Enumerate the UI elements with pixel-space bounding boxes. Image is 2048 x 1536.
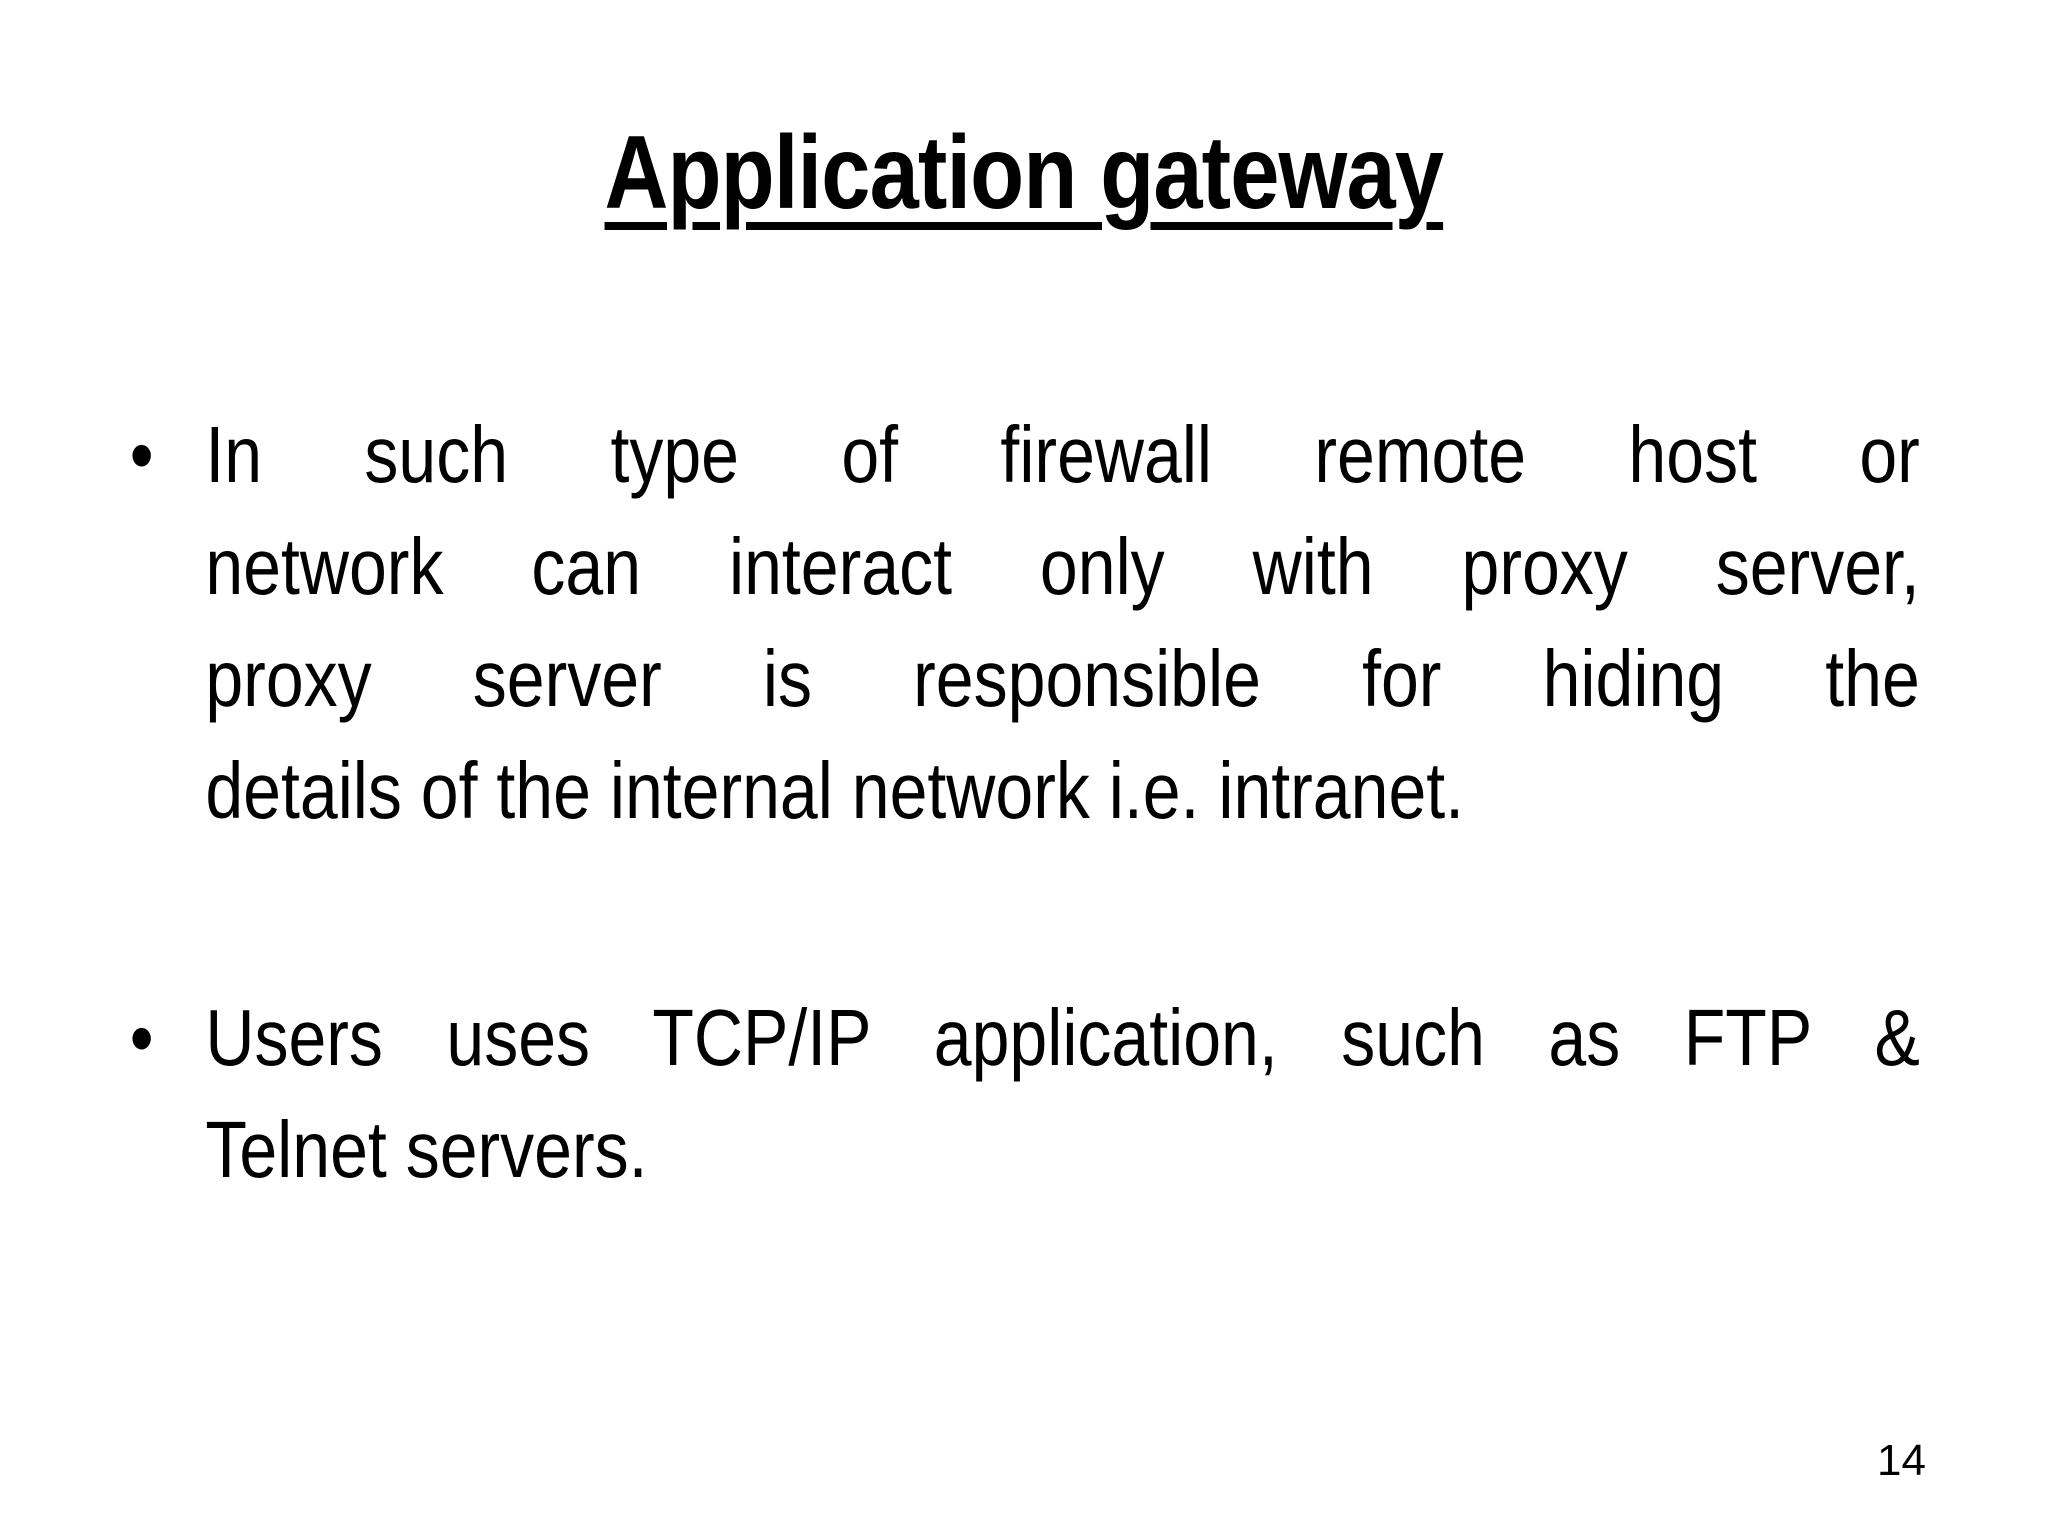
bullet-icon: • <box>129 410 154 499</box>
bullet-icon: • <box>129 993 154 1082</box>
bullet-text-line: proxy server is responsible for hiding t… <box>205 634 1920 723</box>
bullet-text-line: network can interact only with proxy ser… <box>205 522 1920 611</box>
slide-body: • In such type of firewall remote host o… <box>128 399 1920 1341</box>
bullet-text-line: Users uses TCP/IP application, such as F… <box>205 993 1920 1082</box>
bullet-text-line: Telnet servers. <box>205 1105 648 1194</box>
page-number: 14 <box>1877 1436 1926 1485</box>
list-item: • Users uses TCP/IP application, such as… <box>128 982 1920 1206</box>
bullet-text-line: In such type of firewall remote host or <box>205 410 1920 499</box>
page-title: Application gateway <box>604 115 1444 231</box>
title-container: Application gateway <box>0 108 2048 238</box>
list-item: • In such type of firewall remote host o… <box>128 399 1920 847</box>
bullet-text-line: details of the internal network i.e. int… <box>205 746 1465 835</box>
